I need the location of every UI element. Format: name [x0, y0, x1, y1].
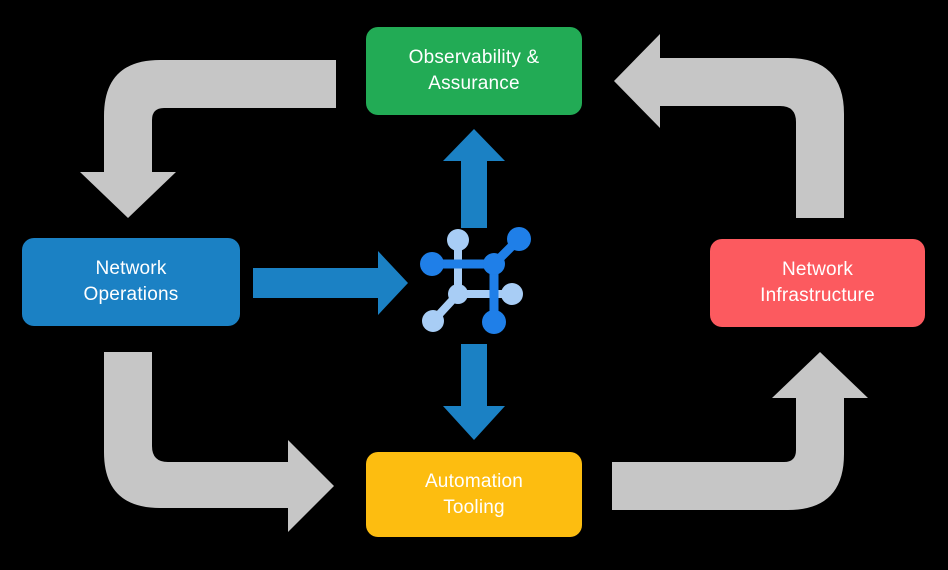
node-box-automation-tooling[interactable]: Automation Tooling [366, 452, 582, 537]
arrow-automation-to-infrastructure [612, 352, 868, 510]
arrow-center-to-observability [443, 129, 505, 228]
node-box-network-operations[interactable]: Network Operations [22, 238, 240, 326]
arrow-infrastructure-to-observability [614, 34, 844, 218]
arrow-observability-to-operations [80, 60, 336, 218]
arrow-operations-to-automation [104, 352, 334, 532]
node-box-observability[interactable]: Observability & Assurance [366, 27, 582, 115]
arrow-center-to-automation [443, 344, 505, 440]
node-box-network-infrastructure[interactable]: Network Infrastructure [710, 239, 925, 327]
network-topology-icon [420, 227, 531, 334]
arrow-operations-to-center [253, 251, 408, 315]
